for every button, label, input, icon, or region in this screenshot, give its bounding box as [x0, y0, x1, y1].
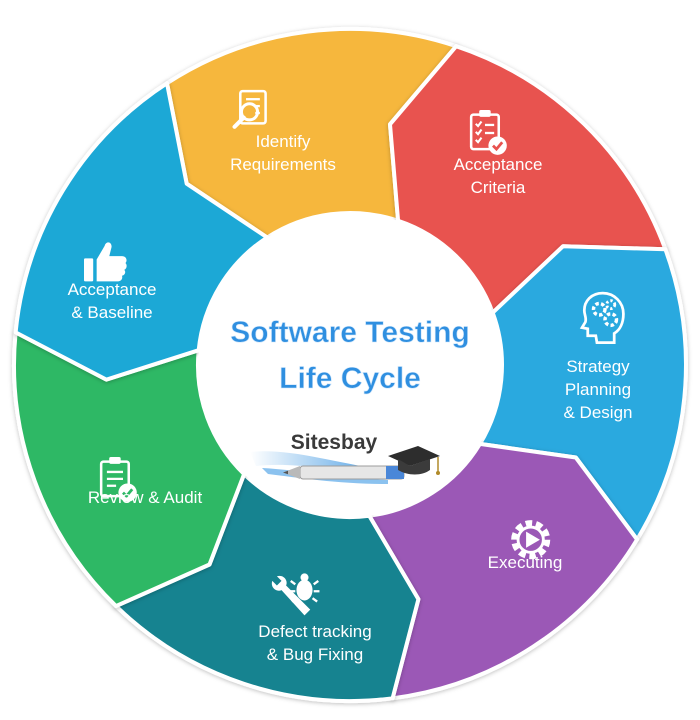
- segment-label-line: Planning: [565, 380, 631, 399]
- segment-label-line: & Baseline: [71, 303, 152, 322]
- clipboard-check-icon: [99, 457, 137, 502]
- segment-label-line: Acceptance: [68, 280, 157, 299]
- sitesbay-logo: Sitesbay: [250, 431, 440, 484]
- segment-label-line: & Bug Fixing: [267, 645, 363, 664]
- center-title-line-2: Life Cycle: [279, 362, 421, 395]
- segment-label: Acceptance & Baseline: [68, 280, 157, 322]
- checklist-clipboard-icon: [469, 110, 507, 155]
- document-search-icon: [232, 89, 267, 129]
- segment-label-line: Review & Audit: [88, 488, 203, 507]
- segment-label-line: Criteria: [471, 178, 526, 197]
- segment-label: Defect tracking & Bug Fixing: [258, 622, 371, 664]
- wrench-bug-icon: [271, 573, 320, 616]
- center-title-line-1: Software Testing: [230, 316, 469, 349]
- segment-acceptance-baseline: Acceptance & Baseline: [13, 81, 270, 382]
- segment-defect-tracking: Defect tracking & Bug Fixing: [114, 472, 421, 703]
- graduation-cap-icon: [388, 446, 440, 475]
- segment-label-line: Acceptance: [454, 155, 543, 174]
- logo-text: Sitesbay: [291, 431, 378, 454]
- center-circle: [198, 213, 502, 517]
- segment-review-audit: Review & Audit: [12, 330, 247, 609]
- segment-label: Review & Audit: [88, 488, 203, 507]
- pen-icon: [283, 465, 405, 480]
- segment-label-line: Executing: [488, 553, 563, 572]
- gear-play-icon: [511, 520, 551, 560]
- segment-label-line: & Design: [564, 403, 633, 422]
- segment-label-line: Identify: [256, 132, 311, 151]
- segment-label-line: Strategy: [566, 357, 630, 376]
- segment-shape: [13, 81, 270, 382]
- segment-label-line: Defect tracking: [258, 622, 371, 641]
- segment-label-line: Requirements: [230, 155, 336, 174]
- head-gears-icon: [579, 291, 625, 344]
- segment-label: Executing: [488, 553, 563, 572]
- thumbs-up-icon: [84, 242, 127, 282]
